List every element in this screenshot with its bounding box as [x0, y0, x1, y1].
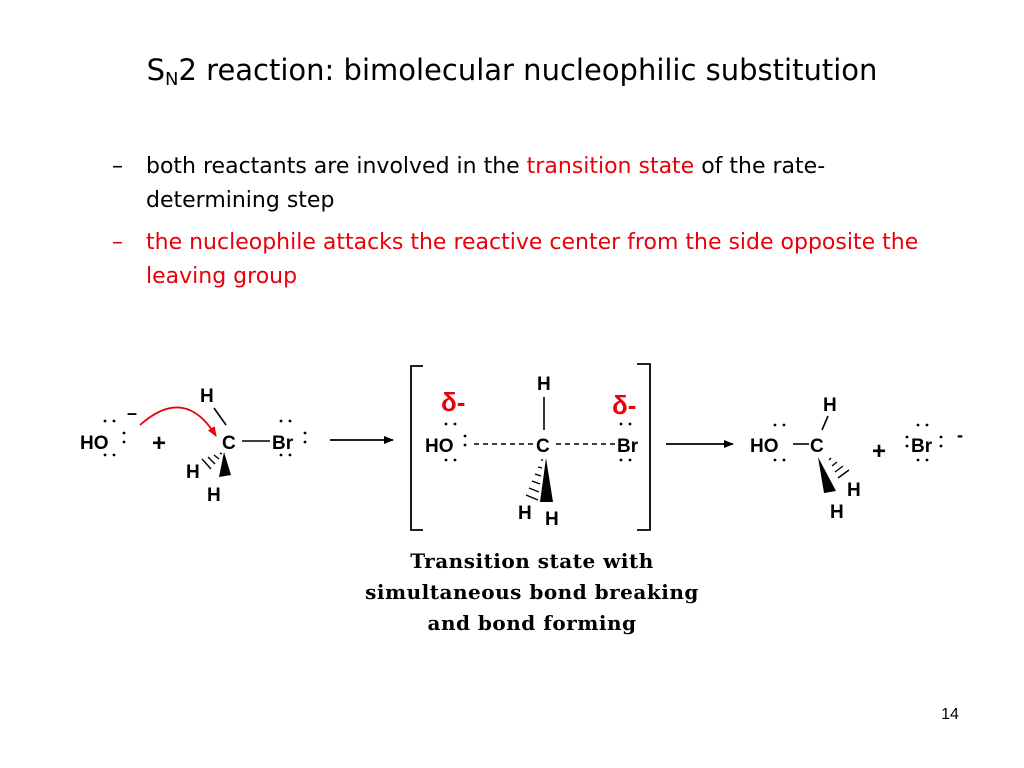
bullet-highlight: transition state: [526, 154, 695, 179]
product-carbon-label: C: [810, 436, 824, 457]
bullet-item-1: – both reactants are involved in the tra…: [112, 150, 932, 218]
ts-nucleophile-label: HO: [425, 436, 454, 457]
products: HO C H H H + Br -: [750, 395, 963, 523]
bromide-charge: -: [957, 425, 963, 445]
lone-pair-dots: [103, 419, 126, 457]
curved-attack-arrow: [139, 406, 217, 437]
bond-c-h-top: [821, 415, 829, 431]
bullet-list: – both reactants are involved in the tra…: [112, 150, 932, 302]
lone-pair-dots: [279, 419, 307, 457]
bond-c-h-top: [213, 407, 227, 426]
ts-carbon-label: C: [536, 436, 550, 457]
plus-sign: +: [152, 430, 166, 457]
product-ho-label: HO: [750, 436, 779, 457]
negative-charge: –: [127, 403, 137, 423]
transition-state: δ- δ- HO H C Br H H: [410, 363, 651, 531]
bromide-label: Br: [911, 436, 933, 457]
hashed-wedge-bond: [525, 459, 543, 501]
ts-h-top: H: [537, 374, 551, 395]
plus-sign: +: [872, 438, 886, 465]
reactants: HO – + H C Br H H: [80, 386, 307, 506]
carbon-label: C: [222, 433, 236, 454]
title-prefix: S: [146, 53, 166, 87]
caption-line-1: Transition state with: [410, 549, 654, 573]
h-bottom: H: [207, 485, 221, 506]
lone-pair-dots: [619, 422, 632, 462]
product-h-bottom: H: [830, 502, 844, 523]
page-number: 14: [941, 706, 959, 723]
ts-h-left: H: [518, 503, 532, 524]
bullet-dash: –: [112, 230, 123, 255]
bullet-text-before: both reactants are involved in the: [146, 154, 527, 179]
lone-pair-dots: [444, 422, 467, 462]
bullet-text-after: of the rate-determining step: [146, 154, 826, 213]
product-h-top: H: [823, 395, 837, 416]
solid-wedge-bond: [540, 458, 553, 502]
lone-pair-dots: [905, 423, 943, 462]
bracket-left: [410, 365, 423, 531]
slide-title: SN2 reaction: bimolecular nucleophilic s…: [0, 52, 1024, 90]
caption-line-3: and bond forming: [427, 611, 637, 635]
br-label: Br: [272, 433, 294, 454]
ts-br-label: Br: [617, 436, 639, 457]
hashed-wedge-bond: [201, 452, 223, 470]
product-h-right: H: [847, 480, 861, 501]
ts-h-right: H: [545, 509, 559, 530]
bracket-right: [637, 363, 651, 531]
bullet-text: the nucleophile attacks the reactive cen…: [146, 230, 919, 289]
title-suffix: 2 reaction: bimolecular nucleophilic sub…: [178, 53, 878, 87]
partial-charge-right: δ-: [612, 390, 636, 420]
hashed-wedge-bond: [828, 457, 850, 479]
solid-wedge-bond: [219, 452, 231, 477]
nucleophile-label: HO: [80, 433, 109, 454]
caption-line-2: simultaneous bond breaking: [365, 580, 699, 604]
transition-state-caption: Transition state with simultaneous bond …: [332, 546, 732, 639]
h-top: H: [200, 386, 214, 407]
bullet-item-2: – the nucleophile attacks the reactive c…: [112, 226, 932, 294]
lone-pair-dots: [773, 423, 786, 462]
bullet-dash: –: [112, 154, 123, 179]
partial-charge-left: δ-: [441, 387, 465, 417]
h-left: H: [186, 462, 200, 483]
title-subscript: N: [165, 69, 179, 90]
solid-wedge-bond: [818, 457, 836, 493]
